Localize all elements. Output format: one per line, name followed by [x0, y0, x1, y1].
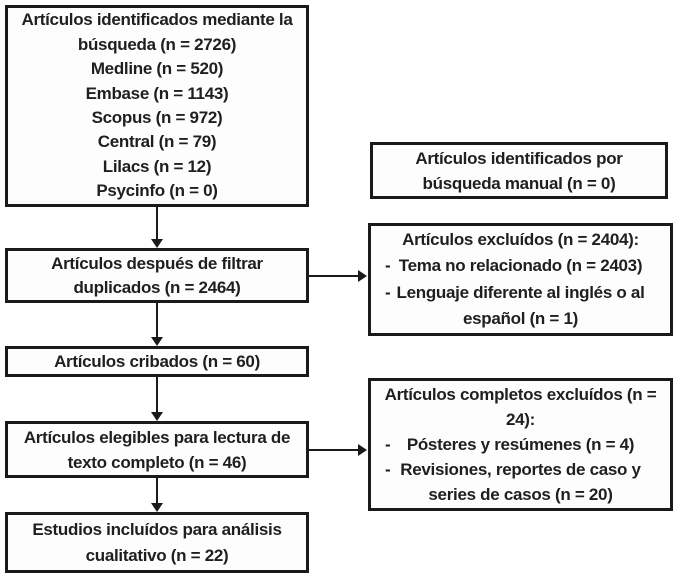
- box-text-line: búsqueda (n = 2726): [77, 34, 237, 54]
- box-text-line: Medline (n = 520): [90, 59, 224, 79]
- box-text-line: Artículos después de filtrar: [51, 253, 263, 273]
- bullet-dash-icon: -: [385, 282, 391, 302]
- box-text-line: Pósteres y resúmenes (n = 4): [406, 435, 635, 454]
- box-text-line: Artículos cribados (n = 60): [54, 352, 260, 371]
- box-text-line: duplicados (n = 2464): [73, 277, 241, 297]
- box-text-line: Psycinfo (n = 0): [96, 181, 218, 201]
- box-text-line: español (n = 1): [463, 308, 578, 328]
- box-bullet-line: -Lenguaje diferente al inglés o al: [371, 280, 670, 306]
- box-articles-after-dedup: Artículos después de filtrar duplicados …: [5, 248, 309, 303]
- arrow-right-dedup-to-excluded: [309, 275, 359, 277]
- box-text-line: Central (n = 79): [97, 132, 217, 152]
- box-text-line: Lilacs (n = 12): [102, 156, 212, 176]
- box-text-line: Revisiones, reportes de caso y: [400, 460, 641, 479]
- bullet-dash-icon: -: [385, 256, 391, 276]
- box-articles-excluded-fulltext: Artículos completos excluídos (n = 24): …: [368, 378, 673, 511]
- arrowhead-down-icon: [150, 239, 163, 248]
- arrowhead-down-icon: [150, 337, 163, 346]
- arrowhead-right-icon: [358, 443, 367, 456]
- box-text-line: Lenguaje diferente al inglés o al: [396, 282, 645, 302]
- box-text-line: Artículos identificados por: [415, 148, 623, 168]
- box-bullet-line: -Revisiones, reportes de caso y: [371, 457, 670, 482]
- box-text-line: Tema no relacionado (n = 2403): [398, 256, 643, 276]
- box-text-line: Estudios incluídos para análisis: [32, 519, 282, 539]
- bullet-dash-icon: -: [385, 435, 391, 454]
- box-text-line: texto completo (n = 46): [67, 452, 247, 472]
- box-articles-identified-search: Artículos identificados mediante la búsq…: [5, 5, 309, 207]
- box-studies-included: Estudios incluídos para análisis cualita…: [5, 512, 309, 573]
- bullet-dash-icon: -: [385, 460, 391, 479]
- arrow-down-eligible-to-included: [156, 478, 158, 504]
- box-articles-identified-manual: Artículos identificados por búsqueda man…: [370, 142, 668, 199]
- arrow-right-eligible-to-excluded: [309, 449, 359, 451]
- box-text-line: búsqueda manual (n = 0): [422, 173, 616, 193]
- box-articles-eligible: Artículos elegibles para lectura de text…: [5, 421, 309, 478]
- box-text-line: Embase (n = 1143): [85, 83, 229, 103]
- box-text-line: Artículos completos excluídos (n =: [384, 385, 657, 404]
- box-bullet-line: -Tema no relacionado (n = 2403): [371, 253, 670, 279]
- box-bullet-line: -Pósteres y resúmenes (n = 4): [371, 432, 670, 457]
- box-text-line: Scopus (n = 972): [91, 108, 223, 127]
- arrow-down-screened-to-eligible: [156, 377, 158, 413]
- arrowhead-down-icon: [150, 503, 163, 512]
- box-text-line: Artículos identificados mediante la: [21, 10, 293, 30]
- box-text-line: series de casos (n = 20): [428, 485, 613, 504]
- box-articles-screened: Artículos cribados (n = 60): [5, 346, 309, 377]
- box-text-line: Artículos excluídos (n = 2404):: [402, 230, 639, 250]
- arrowhead-down-icon: [150, 412, 163, 421]
- arrowhead-right-icon: [358, 269, 367, 282]
- box-text-line: cualitativo (n = 22): [85, 545, 229, 565]
- arrow-down-identified-to-dedup: [156, 207, 158, 240]
- arrow-down-dedup-to-screened: [156, 303, 158, 338]
- box-articles-excluded-screening: Artículos excluídos (n = 2404): -Tema no…: [368, 223, 673, 336]
- box-text-line: 24):: [505, 410, 536, 429]
- box-text-line: Artículos elegibles para lectura de: [23, 427, 291, 447]
